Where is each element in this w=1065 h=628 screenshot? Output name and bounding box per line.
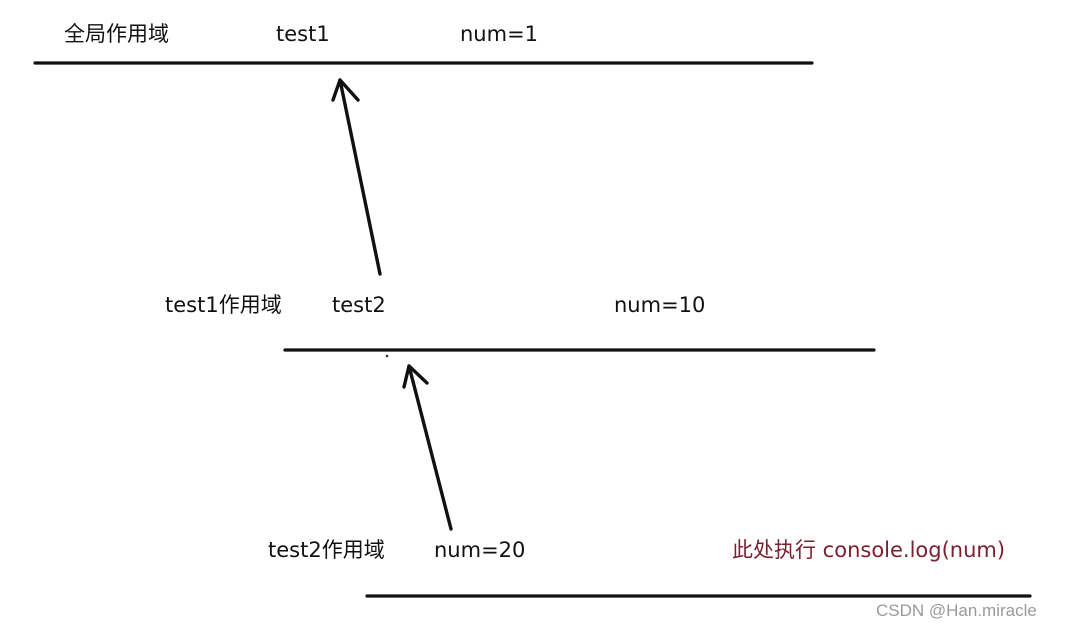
test1-scope-title: test1作用域 [165, 293, 282, 317]
global-variable: num=1 [460, 22, 539, 46]
test2-variable: num=20 [434, 538, 526, 562]
execution-note: 此处执行 console.log(num) [732, 538, 1006, 562]
arrow-test2-to-test1 [402, 364, 453, 531]
test1-function-name: test2 [332, 293, 386, 317]
test1-variable: num=10 [614, 293, 706, 317]
global-scope-title: 全局作用域 [64, 22, 169, 46]
global-function-name: test1 [276, 22, 330, 46]
test2-scope-title: test2作用域 [268, 538, 385, 562]
csdn-watermark: CSDN @Han.miracle [876, 601, 1037, 620]
arrow-test1-to-global [331, 78, 382, 276]
dot-mark [385, 354, 389, 358]
